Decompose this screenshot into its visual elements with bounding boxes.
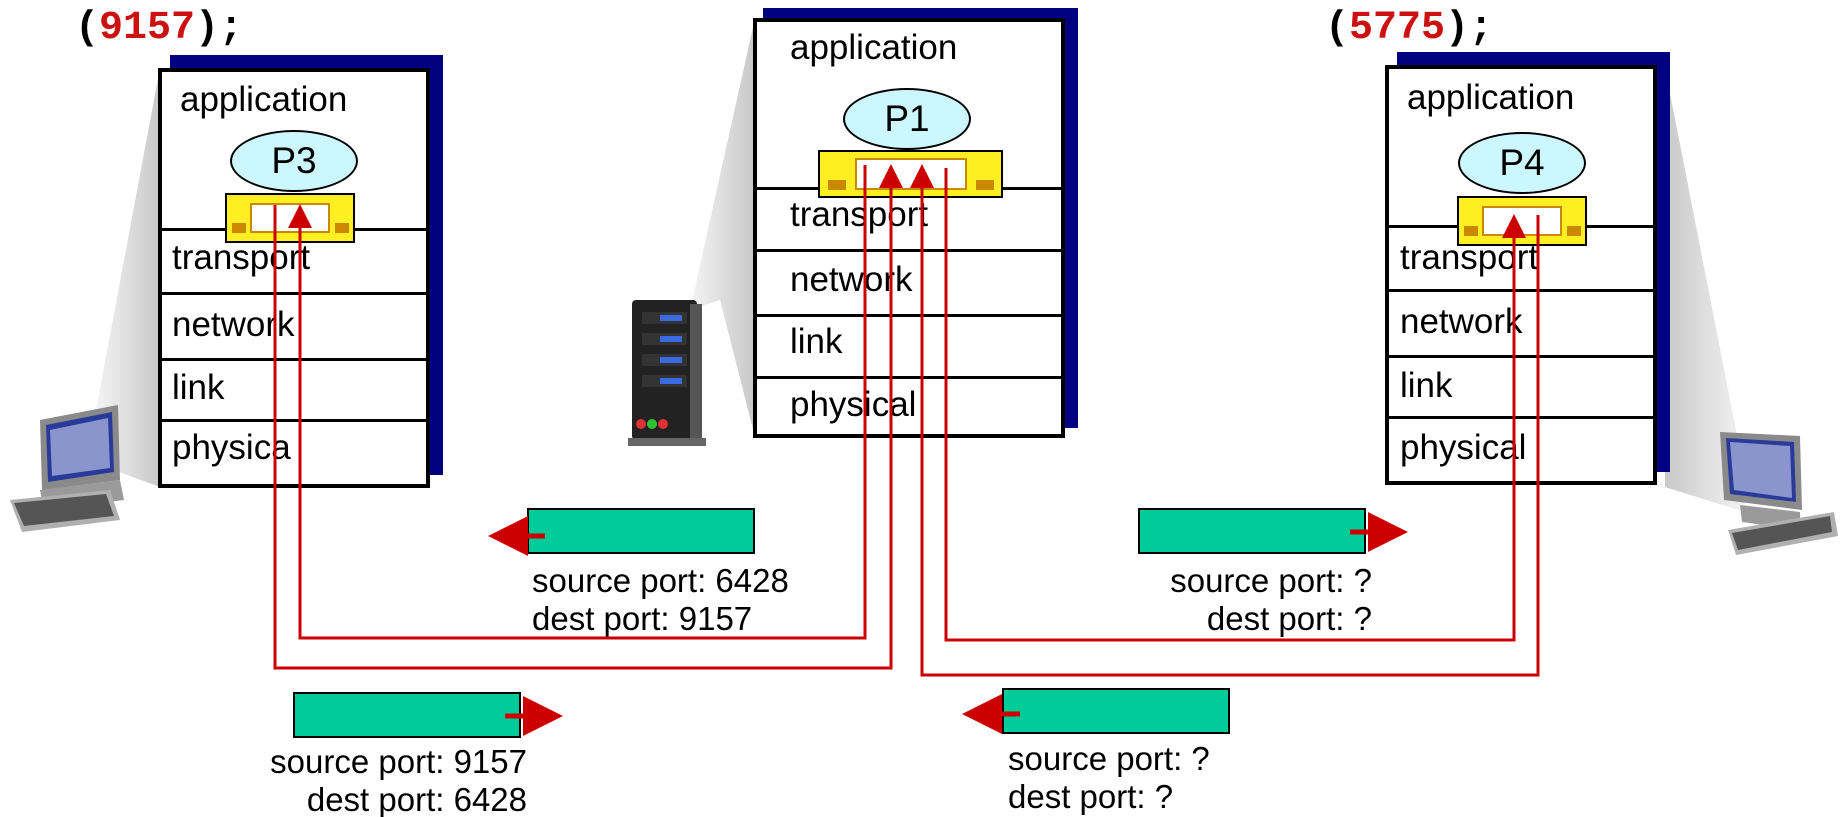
server-application-label: application xyxy=(790,28,958,67)
divider-network xyxy=(162,292,426,295)
right-link-label: link xyxy=(1400,366,1453,405)
segment-4-label: source port: ? dest port: ? xyxy=(1008,740,1210,816)
segment-4-source: source port: ? xyxy=(1008,740,1210,777)
divider-physical xyxy=(757,376,1061,379)
server-wedge xyxy=(690,18,755,437)
right-wedge xyxy=(1665,68,1745,512)
server-link-label: link xyxy=(790,322,843,361)
paren-close: ); xyxy=(195,6,244,51)
left-network-label: network xyxy=(172,305,295,344)
paren-close: ); xyxy=(1445,6,1494,51)
left-socket-code: (9157); xyxy=(75,6,243,51)
socket-tab xyxy=(1464,226,1478,236)
paren-open: ( xyxy=(75,6,100,51)
segment-2-label: source port: 9157 dest port: 6428 xyxy=(235,743,527,817)
segment-3-source: source port: ? xyxy=(1170,562,1372,599)
segment-1-dest: dest port: 9157 xyxy=(532,600,753,637)
segment-3-label: source port: ? dest port: ? xyxy=(1140,562,1372,638)
right-physical-label: physical xyxy=(1400,428,1527,467)
port-number: 5775 xyxy=(1349,6,1446,51)
segment-1-source: source port: 6428 xyxy=(532,562,789,599)
desktop-computer-icon xyxy=(1720,432,1838,555)
segment-2 xyxy=(293,692,521,738)
divider-link xyxy=(757,314,1061,317)
divider-network xyxy=(757,249,1061,252)
segment-1 xyxy=(527,508,755,554)
server-socket xyxy=(818,150,1003,198)
process-p3: P3 xyxy=(230,130,358,192)
segment-4-dest: dest port: ? xyxy=(1008,778,1174,815)
right-transport-label: transport xyxy=(1400,238,1539,277)
segment-2-source: source port: 9157 xyxy=(270,743,527,780)
server-tower-icon xyxy=(628,300,706,446)
divider-physical xyxy=(1389,416,1653,419)
desktop-computer-icon xyxy=(10,405,124,532)
left-link-label: link xyxy=(172,368,225,407)
left-socket xyxy=(225,193,355,243)
socket-opening xyxy=(855,158,967,190)
server-transport-label: transport xyxy=(790,195,929,234)
divider-link xyxy=(1389,355,1653,358)
segment-3-dest: dest port: ? xyxy=(1206,600,1372,637)
socket-tab xyxy=(1567,226,1581,236)
process-p4: P4 xyxy=(1458,132,1586,194)
socket-tab xyxy=(232,223,246,233)
paren-open: ( xyxy=(1325,6,1350,51)
socket-tab xyxy=(828,180,846,190)
divider-physical xyxy=(162,419,426,422)
segment-2-dest: dest port: 6428 xyxy=(306,781,527,817)
divider-link xyxy=(162,358,426,361)
right-network-label: network xyxy=(1400,302,1523,341)
port-number: 9157 xyxy=(99,6,196,51)
left-physical-label: physica xyxy=(172,428,291,467)
segment-1-label: source port: 6428 dest port: 9157 xyxy=(532,562,789,638)
segment-4 xyxy=(1002,688,1230,734)
process-p1: P1 xyxy=(843,88,971,150)
socket-opening xyxy=(1482,206,1562,236)
left-application-label: application xyxy=(180,80,348,119)
right-application-label: application xyxy=(1407,78,1575,117)
left-transport-label: transport xyxy=(172,238,311,277)
socket-opening xyxy=(250,203,330,233)
right-socket-code: (5775); xyxy=(1325,6,1493,51)
socket-tab xyxy=(335,223,349,233)
server-physical-label: physical xyxy=(790,385,917,424)
left-wedge xyxy=(95,68,160,487)
server-network-label: network xyxy=(790,260,913,299)
socket-tab xyxy=(976,180,994,190)
divider-network xyxy=(1389,289,1653,292)
segment-3 xyxy=(1138,508,1366,554)
